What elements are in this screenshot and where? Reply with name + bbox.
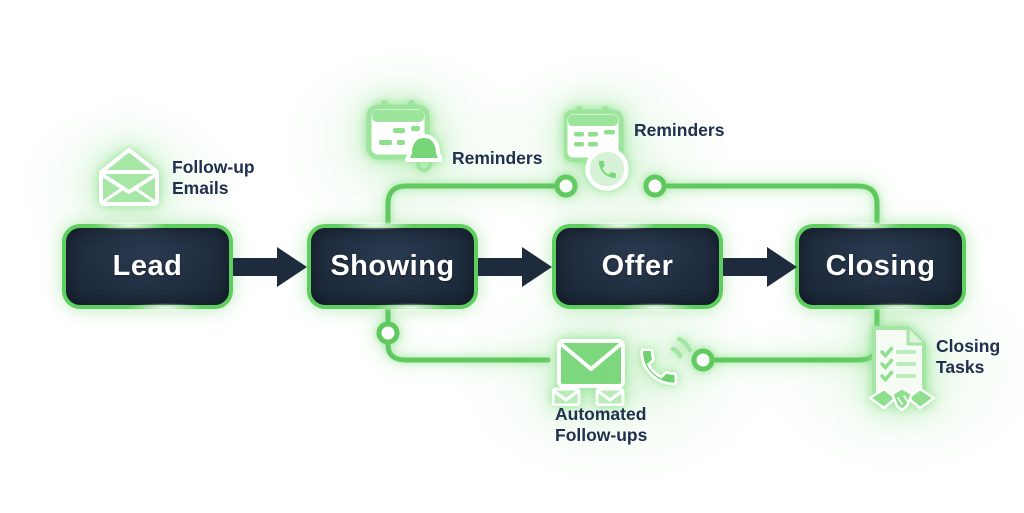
calendar-phone-icon xyxy=(564,106,629,191)
connector-node-circle xyxy=(643,174,667,198)
connector-bottom-left xyxy=(385,342,551,363)
note-reminders-offer: Reminders xyxy=(634,120,725,140)
stage-lead: Lead xyxy=(62,221,233,312)
phone-icon xyxy=(640,336,693,386)
handshake-glyph xyxy=(868,386,936,412)
connector-node-circle xyxy=(691,348,715,372)
stage-showing: Showing xyxy=(307,221,478,312)
document-handshake-icon xyxy=(868,326,936,412)
arrow-icon xyxy=(723,247,797,287)
stage-lead-label: Lead xyxy=(112,250,183,282)
stage-closing: Closing xyxy=(795,221,966,312)
stage-offer: Offer xyxy=(552,221,723,312)
arrow-icon xyxy=(233,247,307,287)
connector-top-left xyxy=(385,183,556,231)
arrow-icon xyxy=(478,247,552,287)
note-automated-follow-ups: Automated Follow-ups xyxy=(555,404,648,445)
note-reminders-showing: Reminders xyxy=(452,148,543,168)
stage-closing-label: Closing xyxy=(825,250,936,282)
connector-node-circle xyxy=(376,321,400,345)
connector-bottom-right xyxy=(713,303,880,363)
stage-showing-label: Showing xyxy=(330,250,455,282)
note-closing-tasks: Closing Tasks xyxy=(936,336,1001,377)
envelope-open-icon xyxy=(99,148,159,206)
stage-offer-label: Offer xyxy=(601,250,674,282)
note-follow-up-emails: Follow-up Emails xyxy=(172,157,255,198)
envelopes-icon xyxy=(552,339,625,406)
calendar-bell-icon xyxy=(366,100,442,172)
